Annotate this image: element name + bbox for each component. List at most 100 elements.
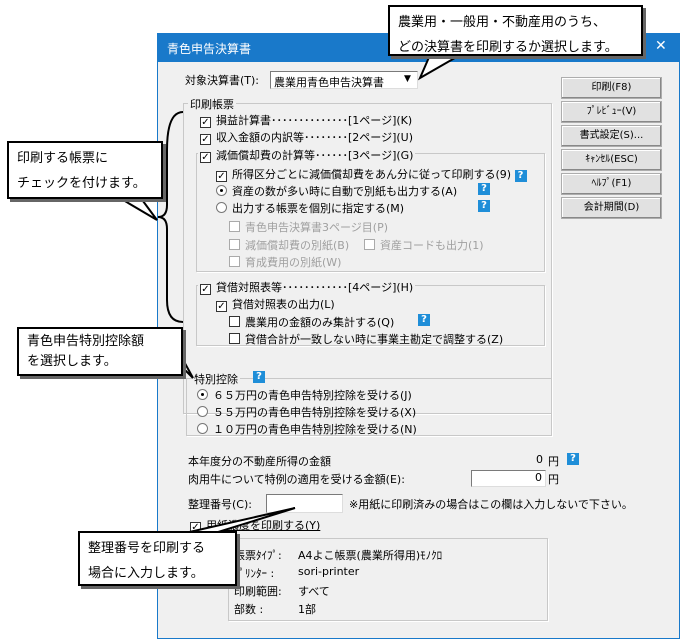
checkbox-income[interactable]: ✓ 収入金額の内訳等････････[2ページ](U) — [200, 129, 413, 145]
info-label: 印刷範囲: — [234, 585, 282, 598]
label: 貸借対照表の出力(L) — [232, 298, 335, 311]
label: ５５万円の青色申告特別控除を受ける(X) — [213, 406, 417, 419]
checkbox-icon — [229, 221, 240, 232]
info-label: ﾌﾟﾘﾝﾀｰ : — [234, 567, 275, 580]
checkbox-page3[interactable]: 青色申告決算書3ページ目(P) — [229, 219, 388, 235]
checkbox-adjust[interactable]: 貸借合計が一致しない時に事業主勘定で調整する(Z) — [229, 331, 503, 347]
callout-text: 整理番号を印刷する — [88, 541, 206, 556]
cancel-button[interactable]: ｷｬﾝｾﾙ(ESC) — [561, 149, 662, 171]
checkbox-icon — [229, 316, 240, 327]
label: 収入金額の内訳等････････[2ページ](U) — [216, 131, 413, 144]
info-value: 1部 — [298, 603, 316, 616]
radio-10[interactable]: １０万円の青色申告特別控除を受ける(N) — [197, 421, 417, 437]
label: 所得区分ごとに減価償却費をあん分に従って印刷する(9) — [232, 168, 512, 181]
checkbox-icon — [229, 239, 240, 250]
radio-65[interactable]: ６５万円の青色申告特別控除を受ける(J) — [197, 387, 412, 403]
radio-icon — [197, 389, 208, 400]
callout-serial: 整理番号を印刷する場合に入力します。 — [78, 531, 237, 586]
checkbox-growing[interactable]: 育成費用の別紙(W) — [229, 254, 341, 270]
checkbox-farm-only[interactable]: 農業用の金額のみ集計する(Q) — [229, 314, 394, 330]
check-icon: ✓ — [200, 134, 211, 145]
checkbox-allocate[interactable]: ✓ 所得区分ごとに減価償却費をあん分に従って印刷する(9) ? — [216, 166, 527, 182]
checkbox-depr-sheet[interactable]: 減価償却費の別紙(B) — [229, 237, 349, 253]
check-icon: ✓ — [200, 284, 211, 295]
checkbox-balance[interactable]: ✓ 貸借対照表等････････････[4ページ](H) — [198, 279, 416, 295]
print-button[interactable]: 印刷(F8) — [561, 77, 662, 99]
label: 損益計算書･･････････････[1ページ](K) — [216, 114, 413, 127]
label: １０万円の青色申告特別控除を受ける(N) — [213, 423, 417, 436]
radio-individual[interactable]: 出力する帳票を個別に指定する(M) — [216, 200, 404, 216]
callout-target: 農業用・一般用・不動産用のうち、どの決算書を印刷するか選択します。 — [388, 5, 643, 56]
label: 減価償却費の計算等･･････[3ページ](G) — [216, 149, 414, 162]
info-value: すべて — [298, 585, 330, 598]
beef-label: 肉用牛について特例の適用を受ける金額(E): — [188, 473, 405, 486]
print-forms-group — [183, 103, 552, 414]
checkbox-balance-output[interactable]: ✓ 貸借対照表の出力(L) — [216, 296, 335, 312]
info-label: 帳票ﾀｲﾌﾟ: — [234, 549, 282, 562]
check-icon: ✓ — [216, 301, 227, 312]
label: 出力する帳票を個別に指定する(M) — [232, 202, 405, 215]
info-value: sori-printer — [298, 565, 360, 578]
target-select[interactable]: 農業用青色申告決算書 ▼ — [270, 71, 418, 89]
help-icon[interactable]: ? — [567, 453, 579, 465]
realestate-value: 0 — [536, 453, 543, 466]
label: 青色申告決算書3ページ目(P) — [245, 221, 388, 234]
check-icon: ✓ — [216, 171, 227, 182]
callout-text: 場合に入力します。 — [88, 566, 204, 581]
realestate-unit: 円 — [548, 455, 559, 468]
check-icon: ✓ — [200, 117, 211, 128]
checkbox-icon — [229, 333, 240, 344]
window-title: 青色申告決算書 — [167, 42, 252, 56]
accounting-period-button[interactable]: 会計期間(D) — [561, 197, 662, 219]
help-icon[interactable]: ? — [478, 183, 490, 195]
radio-icon — [197, 406, 208, 417]
checkbox-pl[interactable]: ✓ 損益計算書･･････････････[1ページ](K) — [200, 112, 412, 128]
callout-forms: 印刷する帳票にチェックを付けます。 — [7, 141, 163, 199]
special-deduction-group — [186, 378, 552, 436]
chevron-down-icon[interactable]: ▼ — [404, 74, 411, 84]
help-icon[interactable]: ? — [253, 371, 265, 383]
target-label: 対象決算書(T): — [185, 74, 260, 87]
special-deduction-label: 特別控除 — [192, 371, 240, 387]
callout-pointer — [184, 507, 296, 534]
help-button[interactable]: ﾍﾙﾌﾟ(F1) — [561, 173, 662, 195]
label: 減価償却費の別紙(B) — [245, 239, 350, 252]
brace-icon — [157, 111, 184, 323]
callout-pointer — [114, 196, 158, 221]
callout-text: チェックを付けます。 — [17, 176, 146, 191]
label: 資産コードも出力(1) — [380, 239, 484, 252]
beef-unit: 円 — [548, 473, 559, 486]
label: 資産の数が多い時に自動で別紙も出力する(A) — [232, 185, 458, 198]
callout-text: どの決算書を印刷するか選択します。 — [398, 40, 618, 55]
help-icon[interactable]: ? — [418, 314, 430, 326]
format-settings-button[interactable]: 書式設定(S)... — [561, 125, 662, 147]
radio-auto[interactable]: 資産の数が多い時に自動で別紙も出力する(A) — [216, 183, 457, 199]
checkbox-asset-code[interactable]: 資産コードも出力(1) — [364, 237, 484, 253]
label: 育成費用の別紙(W) — [245, 256, 342, 269]
beef-amount-input[interactable]: 0 — [471, 470, 546, 487]
serial-label: 整理番号(C): — [188, 498, 252, 511]
serial-note: ※用紙に印刷済みの場合はこの欄は入力しないで下さい。 — [349, 498, 633, 511]
checkbox-depreciation[interactable]: ✓減価償却費の計算等･･････[3ページ](G) — [198, 147, 416, 163]
serial-input[interactable] — [266, 494, 343, 513]
callout-text: 青色申告特別控除額 — [27, 334, 145, 349]
callout-text: を選択します。 — [27, 354, 117, 369]
info-value: A4よこ帳票(農業所得用)ﾓﾉｸﾛ — [298, 549, 443, 562]
preview-button[interactable]: ﾌﾟﾚﾋﾞｭｰ(V) — [561, 101, 662, 123]
target-value: 農業用青色申告決算書 — [274, 76, 384, 89]
label: 農業用の金額のみ集計する(Q) — [245, 316, 395, 329]
help-icon[interactable]: ? — [514, 170, 527, 182]
radio-icon — [197, 423, 208, 434]
checkbox-icon — [229, 256, 240, 267]
label: 貸借合計が一致しない時に事業主勘定で調整する(Z) — [245, 333, 504, 346]
realestate-label: 本年度分の不動産所得の金額 — [188, 455, 331, 468]
radio-55[interactable]: ５５万円の青色申告特別控除を受ける(X) — [197, 404, 416, 420]
info-label: 部数 : — [234, 603, 264, 616]
help-icon[interactable]: ? — [478, 200, 490, 212]
close-icon[interactable]: ✕ — [655, 38, 667, 54]
radio-icon — [216, 185, 227, 196]
radio-icon — [216, 202, 227, 213]
label: 貸借対照表等････････････[4ページ](H) — [216, 281, 414, 294]
print-forms-label: 印刷帳票 — [188, 96, 236, 112]
